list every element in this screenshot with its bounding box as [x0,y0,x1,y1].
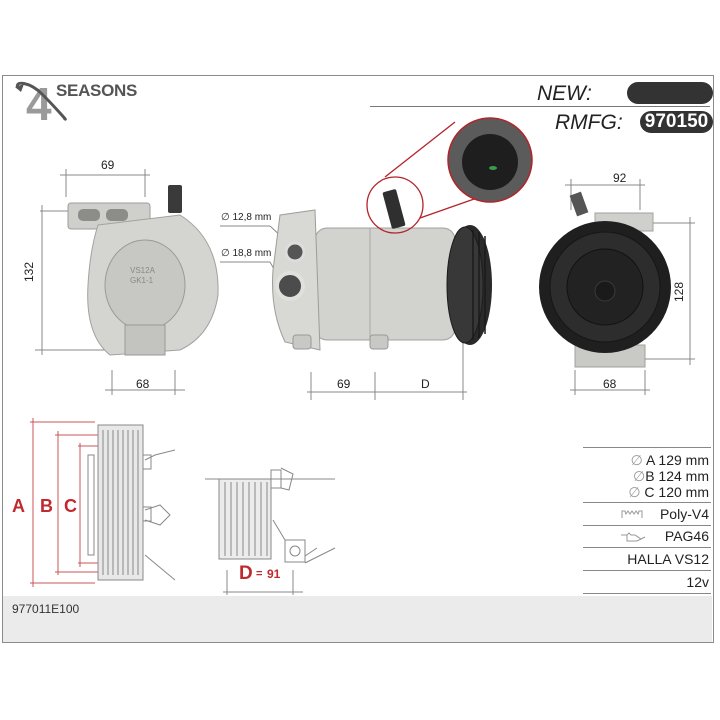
rmfg-value-badge: 970150 [640,111,713,133]
spec-model-text: HALLA VS12 [627,551,709,567]
front-width-top: 92 [613,171,627,185]
depth-value: 91 [267,567,281,581]
spec-oil-text: PAG46 [664,528,709,544]
spec-row-model: HALLA VS12 [583,547,711,570]
diameter-icon: ∅ [628,484,645,500]
specs-table: ∅ A 129 mm ∅B 124 mm ∅ C 120 mm Poly-V4 … [583,447,711,594]
depth-diagram-drawing [205,467,336,595]
spec-row-b: ∅B 124 mm [583,468,709,484]
front-height: 128 [672,281,686,302]
side-dim-right: D [421,377,430,391]
label-c: C [64,496,77,516]
rear-width-bottom: 68 [136,377,150,391]
diameter-icon: ∅ [632,468,646,484]
depth-label: D [239,563,253,584]
svg-text:VS12A: VS12A [130,266,156,275]
spec-b-text: B 124 mm [645,468,709,484]
spec-belt-text: Poly-V4 [659,506,709,522]
compressor-rear-image: VS12A GK1-1 [67,185,219,356]
spec-row-a: ∅ A 129 mm [583,452,709,468]
rear-view-dimension-lines: VS12A GK1-1 [35,169,219,395]
front-width-bottom: 68 [603,377,617,391]
port-small-diameter: ∅ 12,8 mm [221,212,272,223]
new-label: NEW: [537,82,592,105]
spec-row-oil: PAG46 [583,525,711,547]
logo-text: SEASONS [56,81,138,100]
front-view-drawing [539,179,695,395]
spec-row-voltage: 12v [583,570,711,594]
rear-width-top: 69 [101,158,115,172]
rear-height: 132 [22,261,36,282]
spec-row-belt: Poly-V4 [583,502,711,525]
side-dim-left: 69 [337,377,351,391]
label-b: B [40,496,53,516]
pulley-diagram-drawing [30,418,175,587]
spec-voltage-text: 12v [686,574,709,590]
oil-can-icon [621,532,646,542]
belt-icon [621,510,643,518]
side-view-drawing [220,117,533,400]
port-large-diameter: ∅ 18,8 mm [221,248,272,259]
svg-text:GK1-1: GK1-1 [130,276,154,285]
depth-equals: = [256,568,263,580]
spec-a-text: A 129 mm [645,452,709,468]
spec-row-c: ∅ C 120 mm [583,484,709,502]
header-divider [370,106,710,107]
spec-row-diameters: ∅ A 129 mm ∅B 124 mm ∅ C 120 mm [583,447,711,502]
diameter-icon: ∅ [630,452,646,468]
rmfg-label: RMFG: [555,111,623,134]
label-a: A [12,496,25,516]
footer-bar: 977011E100 [3,596,712,642]
spec-c-text: C 120 mm [644,484,709,500]
oe-number: 977011E100 [12,602,80,616]
new-value-badge [627,82,713,104]
logo-swoosh-icon: 4 [15,78,67,126]
